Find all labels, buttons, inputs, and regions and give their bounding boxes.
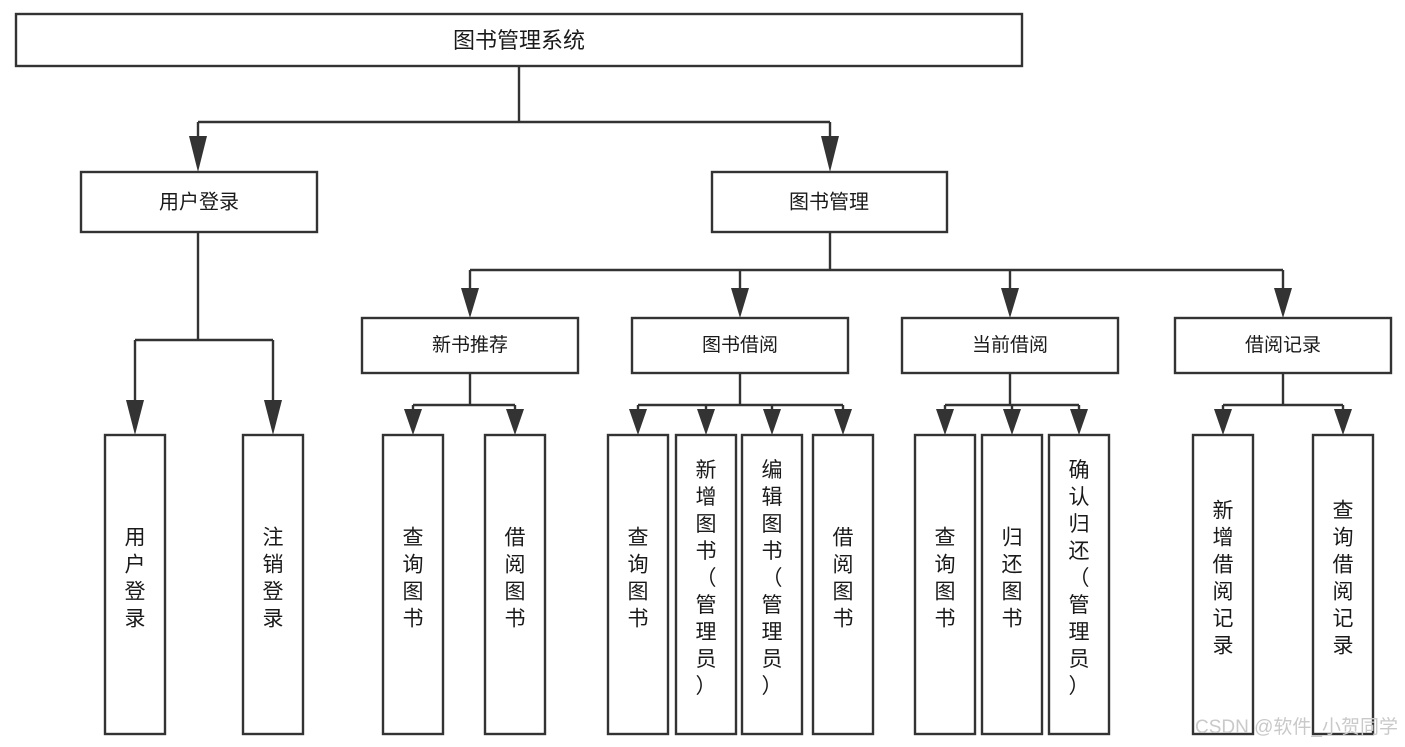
node-borrow-record-box[interactable] — [1173, 316, 1393, 375]
node-leaf-query-book-1[interactable]: 查询图书 — [381, 433, 445, 736]
edge-layer — [126, 66, 1352, 435]
node-user-login-label: 用户登录 — [159, 190, 239, 213]
arrow-to-user-login — [189, 136, 207, 172]
node-leaf-add-record-box[interactable] — [1191, 433, 1255, 736]
node-leaf-return-book[interactable]: 归还图书 — [980, 433, 1044, 736]
node-root[interactable]: 图书管理系统 — [14, 12, 1024, 68]
node-leaf-query-book-2-box[interactable] — [606, 433, 670, 736]
node-leaf-edit-book[interactable]: 编辑图书（管理员） — [740, 433, 804, 736]
node-leaf-return-book-box[interactable] — [980, 433, 1044, 736]
node-leaf-query-book-2[interactable]: 查询图书 — [606, 433, 670, 736]
node-leaf-borrow-book-1[interactable]: 借阅图书 — [483, 433, 547, 736]
node-leaf-logout-login[interactable]: 注销登录 — [241, 433, 305, 736]
node-leaf-query-book-3-label: 查询图书 — [935, 527, 956, 631]
node-new-book-recommend-label: 新书推荐 — [432, 334, 508, 356]
arrow-to-leaf-borrow-book-2 — [834, 409, 852, 435]
node-leaf-query-book-3[interactable]: 查询图书 — [913, 433, 977, 736]
node-new-book-recommend-box[interactable] — [360, 316, 580, 375]
node-leaf-return-book-label: 归还图书 — [1002, 527, 1023, 631]
node-root-label: 图书管理系统 — [453, 28, 585, 53]
node-leaf-logout-login-box[interactable] — [241, 433, 305, 736]
arrow-to-leaf-logout-login — [264, 400, 282, 435]
leaf-layer: 用户登录 注销登录 查询图书 借阅图书 查询图书 新增图书（管理员） 编辑图书（… — [103, 433, 1375, 736]
node-leaf-query-book-2-label: 查询图书 — [628, 527, 649, 631]
node-leaf-borrow-book-2-label: 借阅图书 — [833, 527, 854, 631]
arrow-to-borrow-record — [1274, 288, 1292, 318]
node-leaf-user-login[interactable]: 用户登录 — [103, 433, 167, 736]
node-current-borrow-label: 当前借阅 — [972, 334, 1048, 356]
arrow-to-leaf-edit-book — [763, 409, 781, 435]
node-leaf-edit-book-label: 编辑图书（管理员） — [762, 459, 783, 698]
arrow-to-leaf-add-record — [1214, 409, 1232, 435]
node-user-login[interactable]: 用户登录 — [79, 170, 319, 234]
node-leaf-add-book-label: 新增图书（管理员） — [696, 459, 717, 698]
node-book-borrow[interactable]: 图书借阅 — [630, 316, 850, 375]
node-leaf-borrow-book-2[interactable]: 借阅图书 — [811, 433, 875, 736]
arrow-to-leaf-add-book — [697, 409, 715, 435]
arrow-to-leaf-borrow-book-1 — [506, 409, 524, 435]
csdn-watermark: CSDN @软件_小贺同学 — [1195, 716, 1398, 738]
node-leaf-borrow-book-2-box[interactable] — [811, 433, 875, 736]
node-leaf-query-record-box[interactable] — [1311, 433, 1375, 736]
node-leaf-borrow-book-1-label: 借阅图书 — [505, 527, 526, 631]
node-leaf-confirm-return-box[interactable] — [1047, 433, 1111, 736]
node-user-login-box[interactable] — [79, 170, 319, 234]
arrow-to-current-borrow — [1001, 288, 1019, 318]
node-leaf-add-book-box[interactable] — [674, 433, 738, 736]
node-book-manage[interactable]: 图书管理 — [710, 170, 949, 234]
node-leaf-query-record-label: 查询借阅记录 — [1333, 500, 1354, 658]
node-leaf-query-record[interactable]: 查询借阅记录 — [1311, 433, 1375, 736]
arrow-to-book-manage — [821, 136, 839, 172]
node-book-manage-label: 图书管理 — [789, 190, 869, 213]
node-leaf-logout-login-label: 注销登录 — [263, 527, 284, 631]
node-borrow-record[interactable]: 借阅记录 — [1173, 316, 1393, 375]
arrow-to-leaf-query-record — [1334, 409, 1352, 435]
node-leaf-query-book-1-label: 查询图书 — [403, 527, 424, 631]
arrow-to-leaf-query-book-3 — [936, 409, 954, 435]
node-leaf-add-record-label: 新增借阅记录 — [1213, 500, 1234, 658]
arrow-to-leaf-query-book-1 — [404, 409, 422, 435]
node-new-book-recommend[interactable]: 新书推荐 — [360, 316, 580, 375]
node-leaf-edit-book-box[interactable] — [740, 433, 804, 736]
node-current-borrow-box[interactable] — [900, 316, 1120, 375]
arrow-to-leaf-user-login — [126, 400, 144, 435]
arrow-to-new-book-recommend — [461, 288, 479, 318]
arrow-to-leaf-confirm-return — [1070, 409, 1088, 435]
node-book-borrow-box[interactable] — [630, 316, 850, 375]
node-leaf-query-book-3-box[interactable] — [913, 433, 977, 736]
node-leaf-query-book-1-box[interactable] — [381, 433, 445, 736]
node-leaf-add-book[interactable]: 新增图书（管理员） — [674, 433, 738, 736]
node-leaf-confirm-return[interactable]: 确认归还（管理员） — [1047, 433, 1111, 736]
node-leaf-user-login-label: 用户登录 — [125, 527, 146, 631]
node-root-box[interactable] — [14, 12, 1024, 68]
node-leaf-user-login-box[interactable] — [103, 433, 167, 736]
node-book-borrow-label: 图书借阅 — [702, 334, 778, 356]
node-leaf-confirm-return-label: 确认归还（管理员） — [1069, 459, 1090, 698]
arrow-to-leaf-query-book-2 — [629, 409, 647, 435]
arrow-to-book-borrow — [731, 288, 749, 318]
node-leaf-add-record[interactable]: 新增借阅记录 — [1191, 433, 1255, 736]
node-current-borrow[interactable]: 当前借阅 — [900, 316, 1120, 375]
node-leaf-borrow-book-1-box[interactable] — [483, 433, 547, 736]
node-borrow-record-label: 借阅记录 — [1245, 334, 1321, 356]
arrow-to-leaf-return-book — [1003, 409, 1021, 435]
node-book-manage-box[interactable] — [710, 170, 949, 234]
